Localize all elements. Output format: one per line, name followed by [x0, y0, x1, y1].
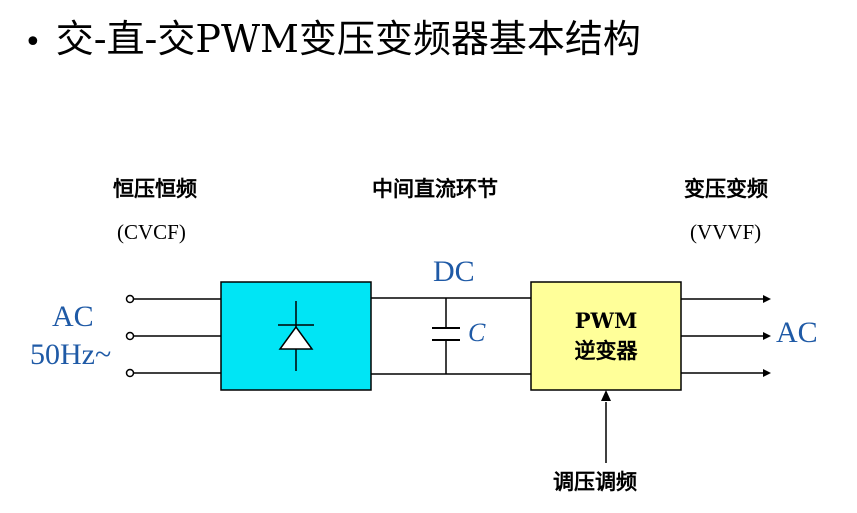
input-terminal-2 — [125, 331, 135, 341]
input-abbr: (CVCF) — [117, 220, 186, 244]
inverter-label-line2: 逆变器 — [574, 338, 638, 363]
input-terminal-3 — [125, 368, 135, 378]
inverter-block — [530, 281, 682, 391]
input-ac-label: AC — [52, 300, 94, 333]
dc-link-heading: 中间直流环节 — [372, 177, 498, 201]
dc-label: DC — [433, 255, 475, 288]
output-arrowhead-2 — [763, 332, 771, 340]
input-terminal-1 — [125, 294, 135, 304]
inverter-label-line1: PWM — [574, 308, 638, 333]
output-arrowhead-1 — [763, 295, 771, 303]
diode-icon — [278, 301, 314, 371]
control-arrowhead — [601, 390, 611, 401]
output-abbr: (VVVF) — [690, 220, 762, 244]
input-freq-label: 50Hz~ — [30, 338, 112, 371]
output-ac-label: AC — [776, 316, 818, 349]
slide-title: • 交-直-交PWM变压变频器基本结构 — [24, 8, 641, 63]
inverter-label: PWM 逆变器 — [531, 306, 681, 366]
input-heading: 恒压恒频 — [113, 177, 197, 201]
output-arrowhead-3 — [763, 369, 771, 377]
capacitor-label: C — [468, 318, 486, 347]
control-label: 调压调频 — [553, 470, 637, 494]
title-text: 交-直-交PWM变压变频器基本结构 — [55, 17, 641, 61]
output-heading: 变压变频 — [684, 177, 768, 201]
title-bullet: • — [24, 25, 42, 60]
